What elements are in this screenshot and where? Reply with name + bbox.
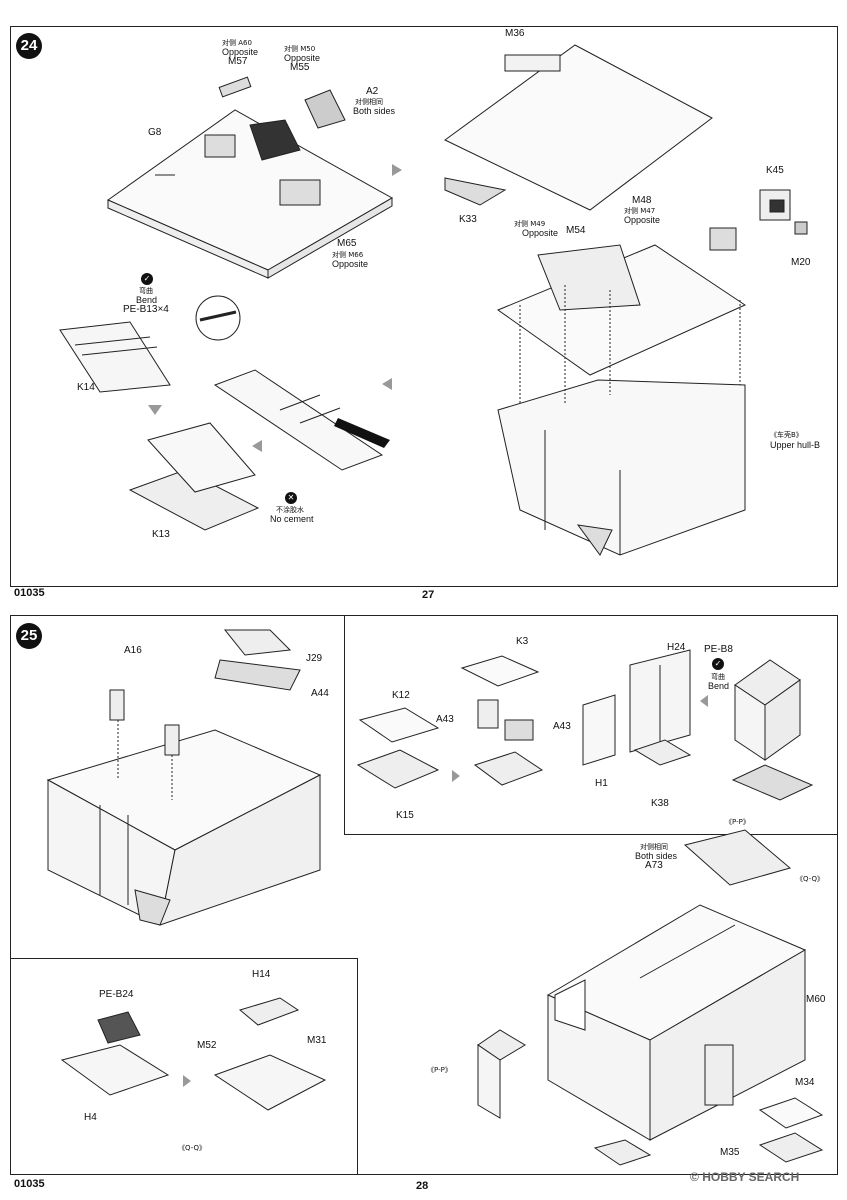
step-24-panel xyxy=(10,26,838,587)
label-bend-en: Bend xyxy=(136,295,158,305)
label-pe-b24: PE-B24 xyxy=(99,989,134,1000)
label-pe-b8: PE-B8 xyxy=(704,644,733,655)
label-m36: M36 xyxy=(505,28,525,39)
label-a73: A73 xyxy=(645,860,663,871)
label-k12: K12 xyxy=(392,690,410,701)
step-24-badge: 24 xyxy=(16,33,42,59)
label-m49-en: Opposite xyxy=(522,228,559,238)
label-pp-section: 《P-P》 xyxy=(725,818,750,826)
page-code-top: 01035 xyxy=(14,587,45,599)
label-a2-en: Both sides xyxy=(353,106,396,116)
label-g8: G8 xyxy=(148,127,162,138)
label-m34: M34 xyxy=(795,1077,815,1088)
label-qq-section-2: 《Q-Q》 xyxy=(178,1144,206,1152)
label-pp-section-2: 《P-P》 xyxy=(427,1066,452,1074)
label-upper-hull-en: Upper hull-B xyxy=(770,440,821,450)
watermark-text: HOBBY SEARCH xyxy=(702,1170,800,1184)
label-m66: 对侧 M66 xyxy=(332,251,364,259)
label-qq-section: 《Q-Q》 xyxy=(796,875,824,883)
label-upper-hull-cn: 《车壳B》 xyxy=(770,431,803,439)
label-m20: M20 xyxy=(791,257,811,268)
label-k14: K14 xyxy=(77,382,95,393)
pp-subassembly-box xyxy=(344,615,838,835)
label-a2-cn: 对侧相同 xyxy=(355,98,383,106)
bend-icon-2: ✓ xyxy=(712,658,724,670)
watermark: © HOBBY SEARCH xyxy=(690,1170,800,1184)
label-a2: A2 xyxy=(366,86,379,97)
label-k13: K13 xyxy=(152,529,170,540)
label-m48: M48 xyxy=(632,195,652,206)
label-m52: M52 xyxy=(197,1040,217,1051)
label-a44: A44 xyxy=(311,688,329,699)
label-m31: M31 xyxy=(307,1035,327,1046)
label-m60: M60 xyxy=(806,994,826,1005)
page-code-bottom: 01035 xyxy=(14,1178,45,1190)
label-m50-en: Opposite xyxy=(284,53,321,63)
label-k15: K15 xyxy=(396,810,414,821)
label-m49: 对侧 M49 xyxy=(514,220,546,228)
label-a60: 对侧 A60 xyxy=(222,39,252,47)
label-a60-en: Opposite xyxy=(222,47,259,57)
label-m50: 对侧 M50 xyxy=(284,45,316,53)
label-k45: K45 xyxy=(766,165,784,176)
label-m65: M65 xyxy=(337,238,357,249)
label-m55: M55 xyxy=(290,62,310,73)
label-m66-en: Opposite xyxy=(332,259,369,269)
label-h4: H4 xyxy=(84,1112,97,1123)
label-a73-cn: 对侧相同 xyxy=(640,843,668,851)
step-25-badge: 25 xyxy=(16,623,42,649)
label-m47: 对侧 M47 xyxy=(624,207,656,215)
watermark-copyright-icon: © xyxy=(690,1170,703,1184)
label-bend-cn: 弯曲 xyxy=(139,287,153,295)
label-k3: K3 xyxy=(516,636,529,647)
bend-icon: ✓ xyxy=(141,273,153,285)
label-bend-en-2: Bend xyxy=(708,681,730,691)
qq-subassembly-box xyxy=(10,958,358,1175)
page-number-27: 27 xyxy=(422,589,435,601)
label-nocement-cn: 不涂胶水 xyxy=(276,506,304,514)
label-a43-left: A43 xyxy=(436,714,454,725)
label-a73-en: Both sides xyxy=(635,851,678,861)
label-nocement-en: No cement xyxy=(270,514,314,524)
label-a16: A16 xyxy=(124,645,142,656)
label-m54: M54 xyxy=(566,225,586,236)
label-h1: H1 xyxy=(595,778,608,789)
label-pe-b13: PE-B13×4 xyxy=(123,304,169,315)
label-k38: K38 xyxy=(651,798,669,809)
label-k33: K33 xyxy=(459,214,477,225)
page-number-28: 28 xyxy=(416,1180,429,1192)
label-h14: H14 xyxy=(252,969,271,980)
label-h24: H24 xyxy=(667,642,686,653)
label-m35: M35 xyxy=(720,1147,740,1158)
no-cement-icon: ✕ xyxy=(285,492,297,504)
label-m57: M57 xyxy=(228,56,248,67)
step-24-drawings xyxy=(59,44,808,556)
label-m47-en: Opposite xyxy=(624,215,661,225)
label-j29: J29 xyxy=(306,653,323,664)
label-bend-cn-2: 弯曲 xyxy=(711,673,725,681)
label-a43-right: A43 xyxy=(553,721,571,732)
